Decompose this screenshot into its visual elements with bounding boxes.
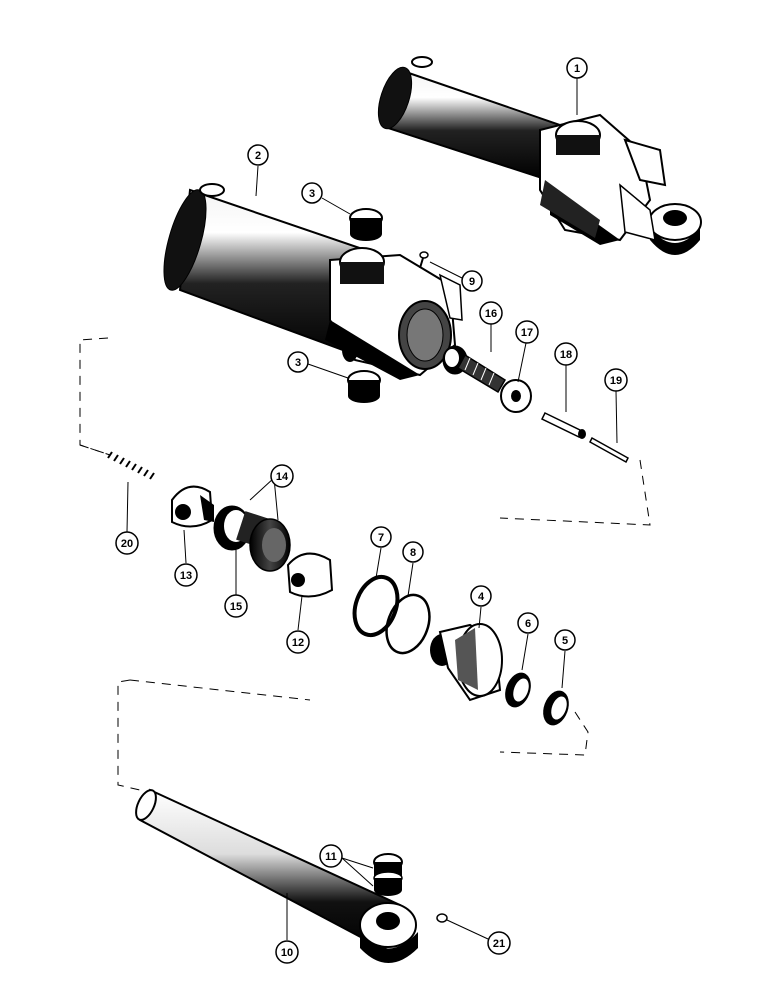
callout-9: 9 [461, 270, 483, 292]
callout-15: 15 [224, 594, 248, 618]
callout-label: 2 [255, 150, 261, 162]
spring-part-20 [107, 451, 155, 480]
callout-label: 17 [521, 327, 533, 339]
callout-label: 15 [230, 601, 242, 613]
callout-12: 12 [286, 630, 310, 654]
callout-label: 3 [309, 188, 315, 200]
callout-6: 6 [517, 612, 539, 634]
o-ring-part-7 [352, 574, 400, 638]
cylinder-body-part-2 [163, 183, 463, 380]
callout-label: 3 [295, 357, 301, 369]
cotter-pin-part-19 [589, 436, 629, 464]
callout-10: 10 [275, 940, 299, 964]
piston-rod-part-10 [135, 788, 418, 963]
cylinder-assembly-part-1 [377, 56, 702, 255]
piston-rings-part-14-15 [213, 505, 291, 572]
dashed-group-outline-upper [79, 337, 651, 526]
callout-17: 17 [515, 320, 539, 344]
callout-11: 11 [319, 844, 343, 868]
wiper-part-5 [543, 690, 569, 726]
callout-18: 18 [554, 342, 578, 366]
callout-label: 9 [469, 276, 475, 288]
gland-part-4 [430, 623, 503, 702]
bushing-part-3-lower [347, 370, 381, 403]
callout-label: 6 [525, 618, 531, 630]
valve-bolt-part-16 [442, 345, 507, 394]
callout-3-lower: 3 [287, 351, 309, 373]
callout-13: 13 [174, 563, 198, 587]
callout-label: 11 [325, 851, 337, 863]
callout-label: 20 [121, 538, 133, 550]
backup-ring-part-8 [385, 593, 431, 655]
callout-4: 4 [470, 585, 492, 607]
callout-label: 21 [493, 938, 505, 950]
callout-19: 19 [604, 368, 628, 392]
bushing-part-3-upper [349, 208, 383, 241]
callout-3-upper: 3 [301, 182, 323, 204]
callout-label: 1 [574, 63, 580, 75]
callout-label: 7 [378, 532, 384, 544]
callout-8: 8 [402, 541, 424, 563]
callout-label: 8 [410, 547, 416, 559]
callout-1: 1 [566, 57, 588, 79]
callout-label: 5 [562, 635, 568, 647]
callout-label: 12 [292, 637, 304, 649]
callout-label: 14 [276, 471, 289, 483]
pin-part-18 [540, 412, 586, 439]
callout-5: 5 [554, 629, 576, 651]
seal-ring-part-6 [505, 672, 531, 708]
callout-label: 13 [180, 570, 192, 582]
washer-part-17 [500, 379, 532, 413]
leader-lines [126, 78, 618, 940]
callout-16: 16 [479, 301, 503, 325]
callout-21: 21 [487, 931, 511, 955]
cup-part-12 [286, 552, 334, 598]
callout-7: 7 [370, 526, 392, 548]
grease-fitting-part-21 [436, 913, 448, 923]
callout-label: 18 [560, 349, 572, 361]
callout-label: 4 [478, 591, 485, 603]
dashed-group-outline-lower [117, 679, 589, 791]
callout-2: 2 [247, 144, 269, 166]
screw-part-9 [419, 251, 429, 269]
cup-part-13 [171, 485, 214, 528]
callout-label: 16 [485, 308, 497, 320]
callout-14: 14 [270, 464, 294, 488]
bushings-part-11 [373, 853, 403, 896]
callout-20: 20 [115, 531, 139, 555]
callout-label: 19 [610, 375, 622, 387]
callout-label: 10 [281, 947, 293, 959]
